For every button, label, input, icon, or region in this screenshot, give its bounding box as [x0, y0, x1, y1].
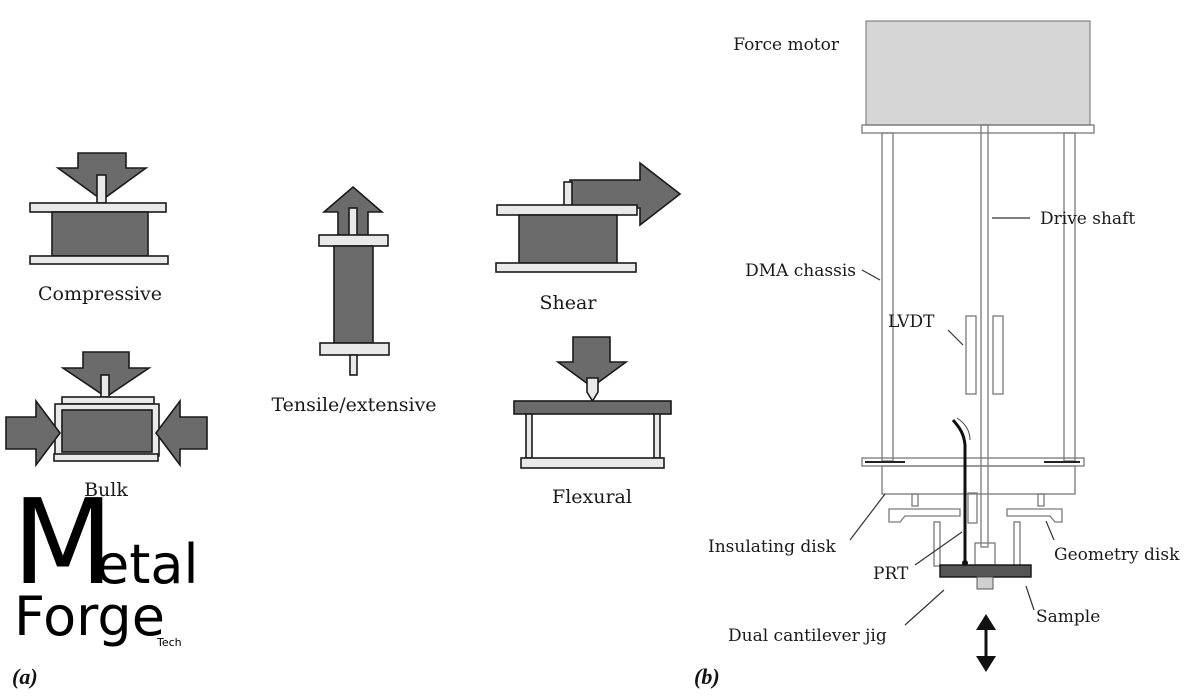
lvdt-right-coil	[992, 315, 1004, 395]
sample-leader	[1025, 585, 1035, 611]
oscillation-arrow-icon	[976, 614, 996, 672]
insulating-disk	[881, 465, 1076, 495]
insulating-disk-label: Insulating disk	[708, 537, 836, 557]
insulating-post-right	[1037, 493, 1045, 507]
bulk-left-arrow	[5, 398, 61, 468]
flexural-label: Flexural	[552, 486, 632, 508]
insulating-disk-leader	[849, 493, 886, 541]
dma-instrument: Force motor Drive shaft DMA chassis LVDT…	[708, 20, 1180, 672]
lvdt-label: LVDT	[888, 312, 935, 332]
bulk-sample	[61, 409, 153, 453]
top-flange	[861, 124, 1095, 134]
sample-bar	[939, 564, 1032, 578]
prt-label: PRT	[873, 564, 909, 584]
insulating-post-left	[911, 493, 919, 507]
shear-mode: Shear	[495, 161, 682, 314]
tensile-bottom-clamp	[319, 342, 390, 356]
bulk-pin	[100, 374, 110, 398]
shear-top-plate	[496, 204, 638, 216]
tensile-label: Tensile/extensive	[271, 394, 436, 416]
lvdt-leader	[947, 329, 964, 346]
compressive-pin	[96, 174, 107, 204]
flexural-left-support	[525, 413, 533, 459]
lvdt-left-coil	[965, 315, 977, 395]
logo-line3: Tech	[156, 636, 182, 649]
flexural-mode: Flexural	[513, 336, 672, 508]
flexural-beam	[513, 400, 672, 415]
logo-line2: Forge	[14, 585, 165, 648]
bulk-top-plate	[61, 396, 155, 405]
geometry-disk-left	[888, 508, 961, 523]
geometry-disk-right	[1006, 508, 1063, 523]
geometry-disk-leader	[1045, 520, 1055, 541]
flexural-right-support	[653, 413, 661, 459]
logo-line1: etal	[96, 533, 199, 596]
flexural-arrow	[555, 336, 629, 388]
dual-cantilever-jig-label: Dual cantilever jig	[728, 626, 887, 646]
prt-wire	[951, 419, 967, 562]
flexural-base-plate	[520, 457, 665, 469]
sample-label: Sample	[1036, 607, 1100, 627]
bulk-base-plate	[53, 453, 159, 462]
geometry-disk-label: Geometry disk	[1054, 545, 1180, 565]
jig-leg-right	[1013, 521, 1021, 567]
shear-label: Shear	[540, 292, 598, 314]
tensile-mode: Tensile/extensive	[271, 185, 437, 416]
panel-a-label: (a)	[12, 664, 38, 689]
panel-b-label: (b)	[694, 664, 720, 689]
shear-pin	[563, 181, 573, 207]
bulk-label: Bulk	[84, 479, 128, 501]
flexural-tip	[586, 377, 599, 403]
jig-leader	[904, 589, 945, 626]
compressive-sample	[51, 211, 149, 257]
central-clamp	[974, 542, 996, 566]
bulk-mode: Bulk	[5, 351, 208, 501]
tensile-top-clamp	[318, 234, 389, 247]
prt-wire-lead	[956, 417, 971, 441]
tensile-top-pin	[348, 207, 358, 237]
logo-initial: M	[12, 473, 114, 611]
sample-clamp-bolt	[976, 576, 994, 590]
metal-forge-logo: M etal Forge Tech	[12, 473, 199, 649]
compressive-bottom-plate	[29, 255, 169, 265]
dma-chassis-leader	[861, 269, 881, 281]
force-motor-label: Force motor	[733, 35, 840, 55]
chassis-right-wall	[1063, 132, 1076, 462]
shear-bottom-plate	[495, 262, 637, 273]
chassis-left-wall	[881, 132, 894, 462]
drive-shaft-label: Drive shaft	[1040, 209, 1135, 229]
compressive-top-plate	[29, 202, 167, 213]
compressive-label: Compressive	[38, 283, 162, 305]
force-motor	[865, 20, 1091, 126]
prt-leader	[914, 531, 963, 566]
jig-leg-left	[933, 521, 941, 567]
shear-sample	[518, 214, 618, 264]
compressive-mode: Compressive	[29, 152, 169, 305]
tensile-sample	[333, 245, 374, 344]
tensile-bottom-pin	[349, 354, 358, 376]
drive-shaft	[980, 124, 989, 548]
prt-block	[967, 492, 978, 524]
bulk-right-arrow	[155, 398, 208, 468]
dma-chassis-label: DMA chassis	[745, 261, 856, 281]
